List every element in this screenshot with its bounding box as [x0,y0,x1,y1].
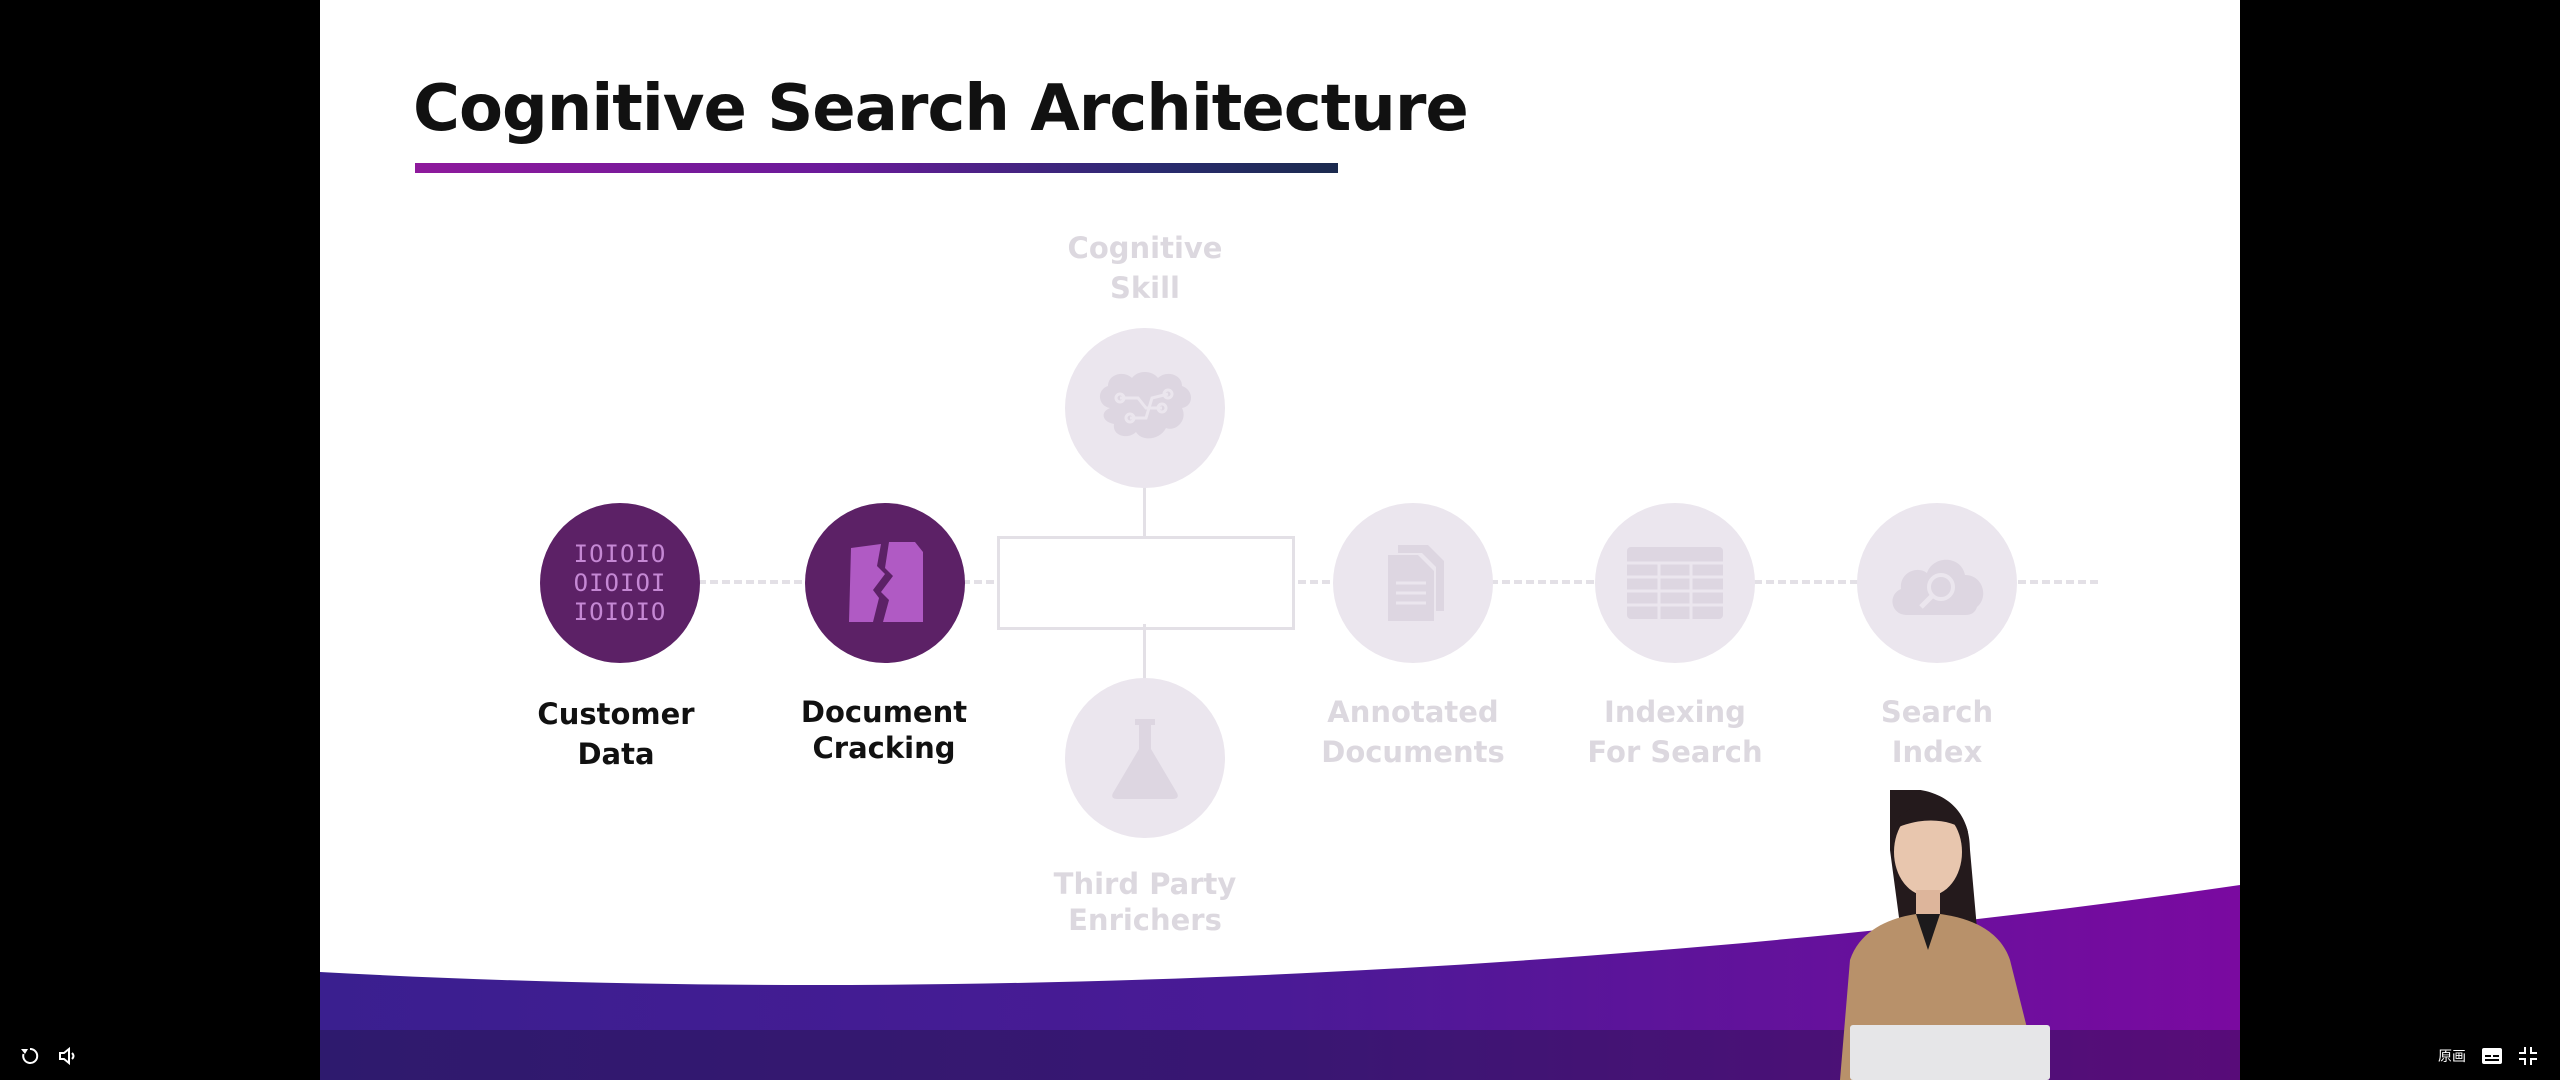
architecture-diagram: IOIOIO OIOIOI IOIOIO Customer Data Docum… [320,0,2240,1080]
exit-fullscreen-icon[interactable] [2514,1042,2542,1070]
indexing-for-search-label: Indexing For Search [1587,695,1763,769]
title-underline [415,163,1338,173]
cognitive-skill-label: Cognitive Skill [1067,231,1223,305]
binary-data-icon: IOIOIO OIOIOI IOIOIO [573,539,667,626]
documents-icon [1388,545,1444,621]
video-frame[interactable]: Cognitive Search Architecture IOIOIO OIO… [320,0,2240,1080]
table-icon [1627,547,1723,619]
third-party-enrichers-node [1065,678,1225,838]
replay-icon[interactable] [16,1042,44,1070]
presenter-video [1840,790,2050,1080]
annotated-documents-label: Annotated Documents [1321,695,1505,769]
indexing-for-search-node [1595,503,1755,663]
customer-data-label: Customer Data [537,697,695,771]
customer-data-node: IOIOIO OIOIOI IOIOIO [540,503,700,663]
quality-selector[interactable]: 原画 [2438,1049,2466,1065]
document-cracking-node [805,503,965,663]
subtitles-icon[interactable] [2478,1042,2506,1070]
flask-icon [1112,719,1178,799]
search-index-node [1857,503,2017,663]
purple-swoosh [320,885,2240,1080]
enrichment-bracket [997,536,1295,630]
connector-line [1143,624,1146,679]
annotated-documents-node [1333,503,1493,663]
third-party-enrichers-label: Third Party Enrichers [1053,867,1237,937]
document-cracking-label: Document Cracking [800,695,968,765]
cloud-search-icon [1892,559,1984,615]
cracked-document-icon [849,542,923,622]
volume-icon[interactable] [54,1042,82,1070]
player-controls: 原画 [0,1032,2560,1080]
cognitive-skill-node [1065,328,1225,488]
connector-line [1143,488,1146,538]
slide-title: Cognitive Search Architecture [413,72,1469,146]
brain-circuit-icon [1099,372,1191,439]
search-index-label: Search Index [1880,695,1994,769]
